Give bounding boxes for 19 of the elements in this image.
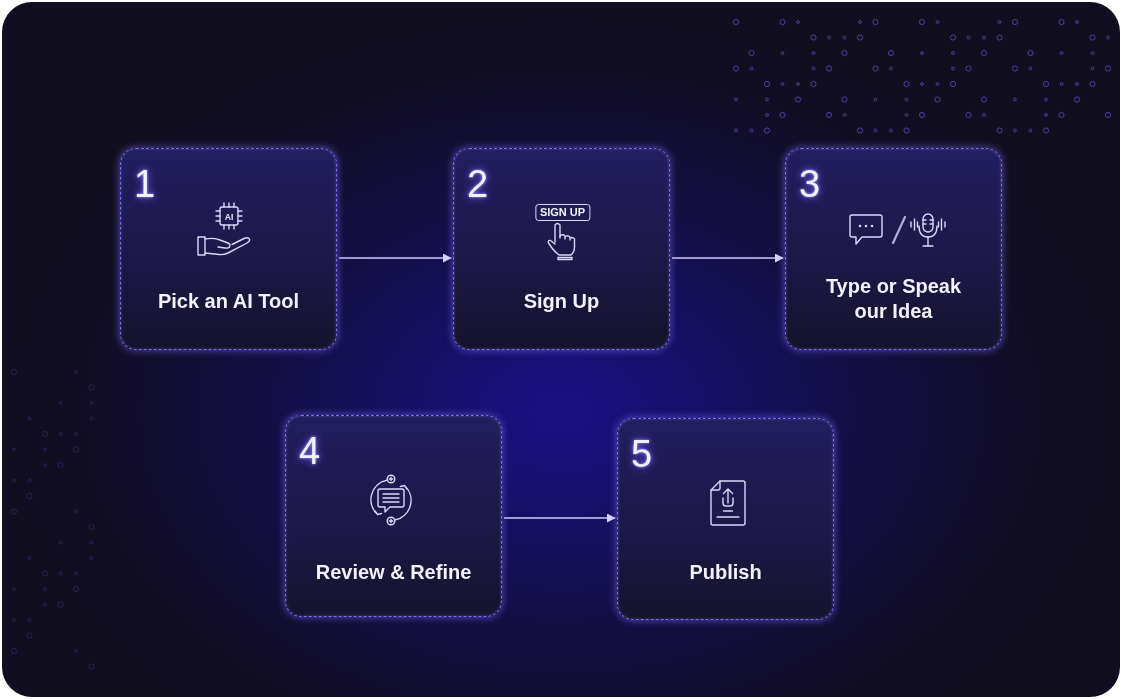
chip-label: AI [224,212,234,221]
step-title: Review & Refine [315,559,472,585]
step-card [120,148,337,350]
step-title: Sign Up [523,288,600,314]
step-card [453,148,670,350]
arrow [671,253,784,263]
step-number: 5 [631,435,653,473]
step-card [785,148,1002,350]
step-number: 4 [299,432,321,470]
step-number: 3 [799,165,821,203]
step-title: Pick an AI Tool [157,288,300,314]
step-card [285,415,502,617]
step-title: Type or Speak our Idea [824,274,963,324]
arrow [503,513,616,523]
step-number: 1 [134,165,156,203]
step-card [617,418,834,620]
arrow [338,253,452,263]
step-title: Publish [689,559,762,585]
step-number: 2 [467,165,489,203]
